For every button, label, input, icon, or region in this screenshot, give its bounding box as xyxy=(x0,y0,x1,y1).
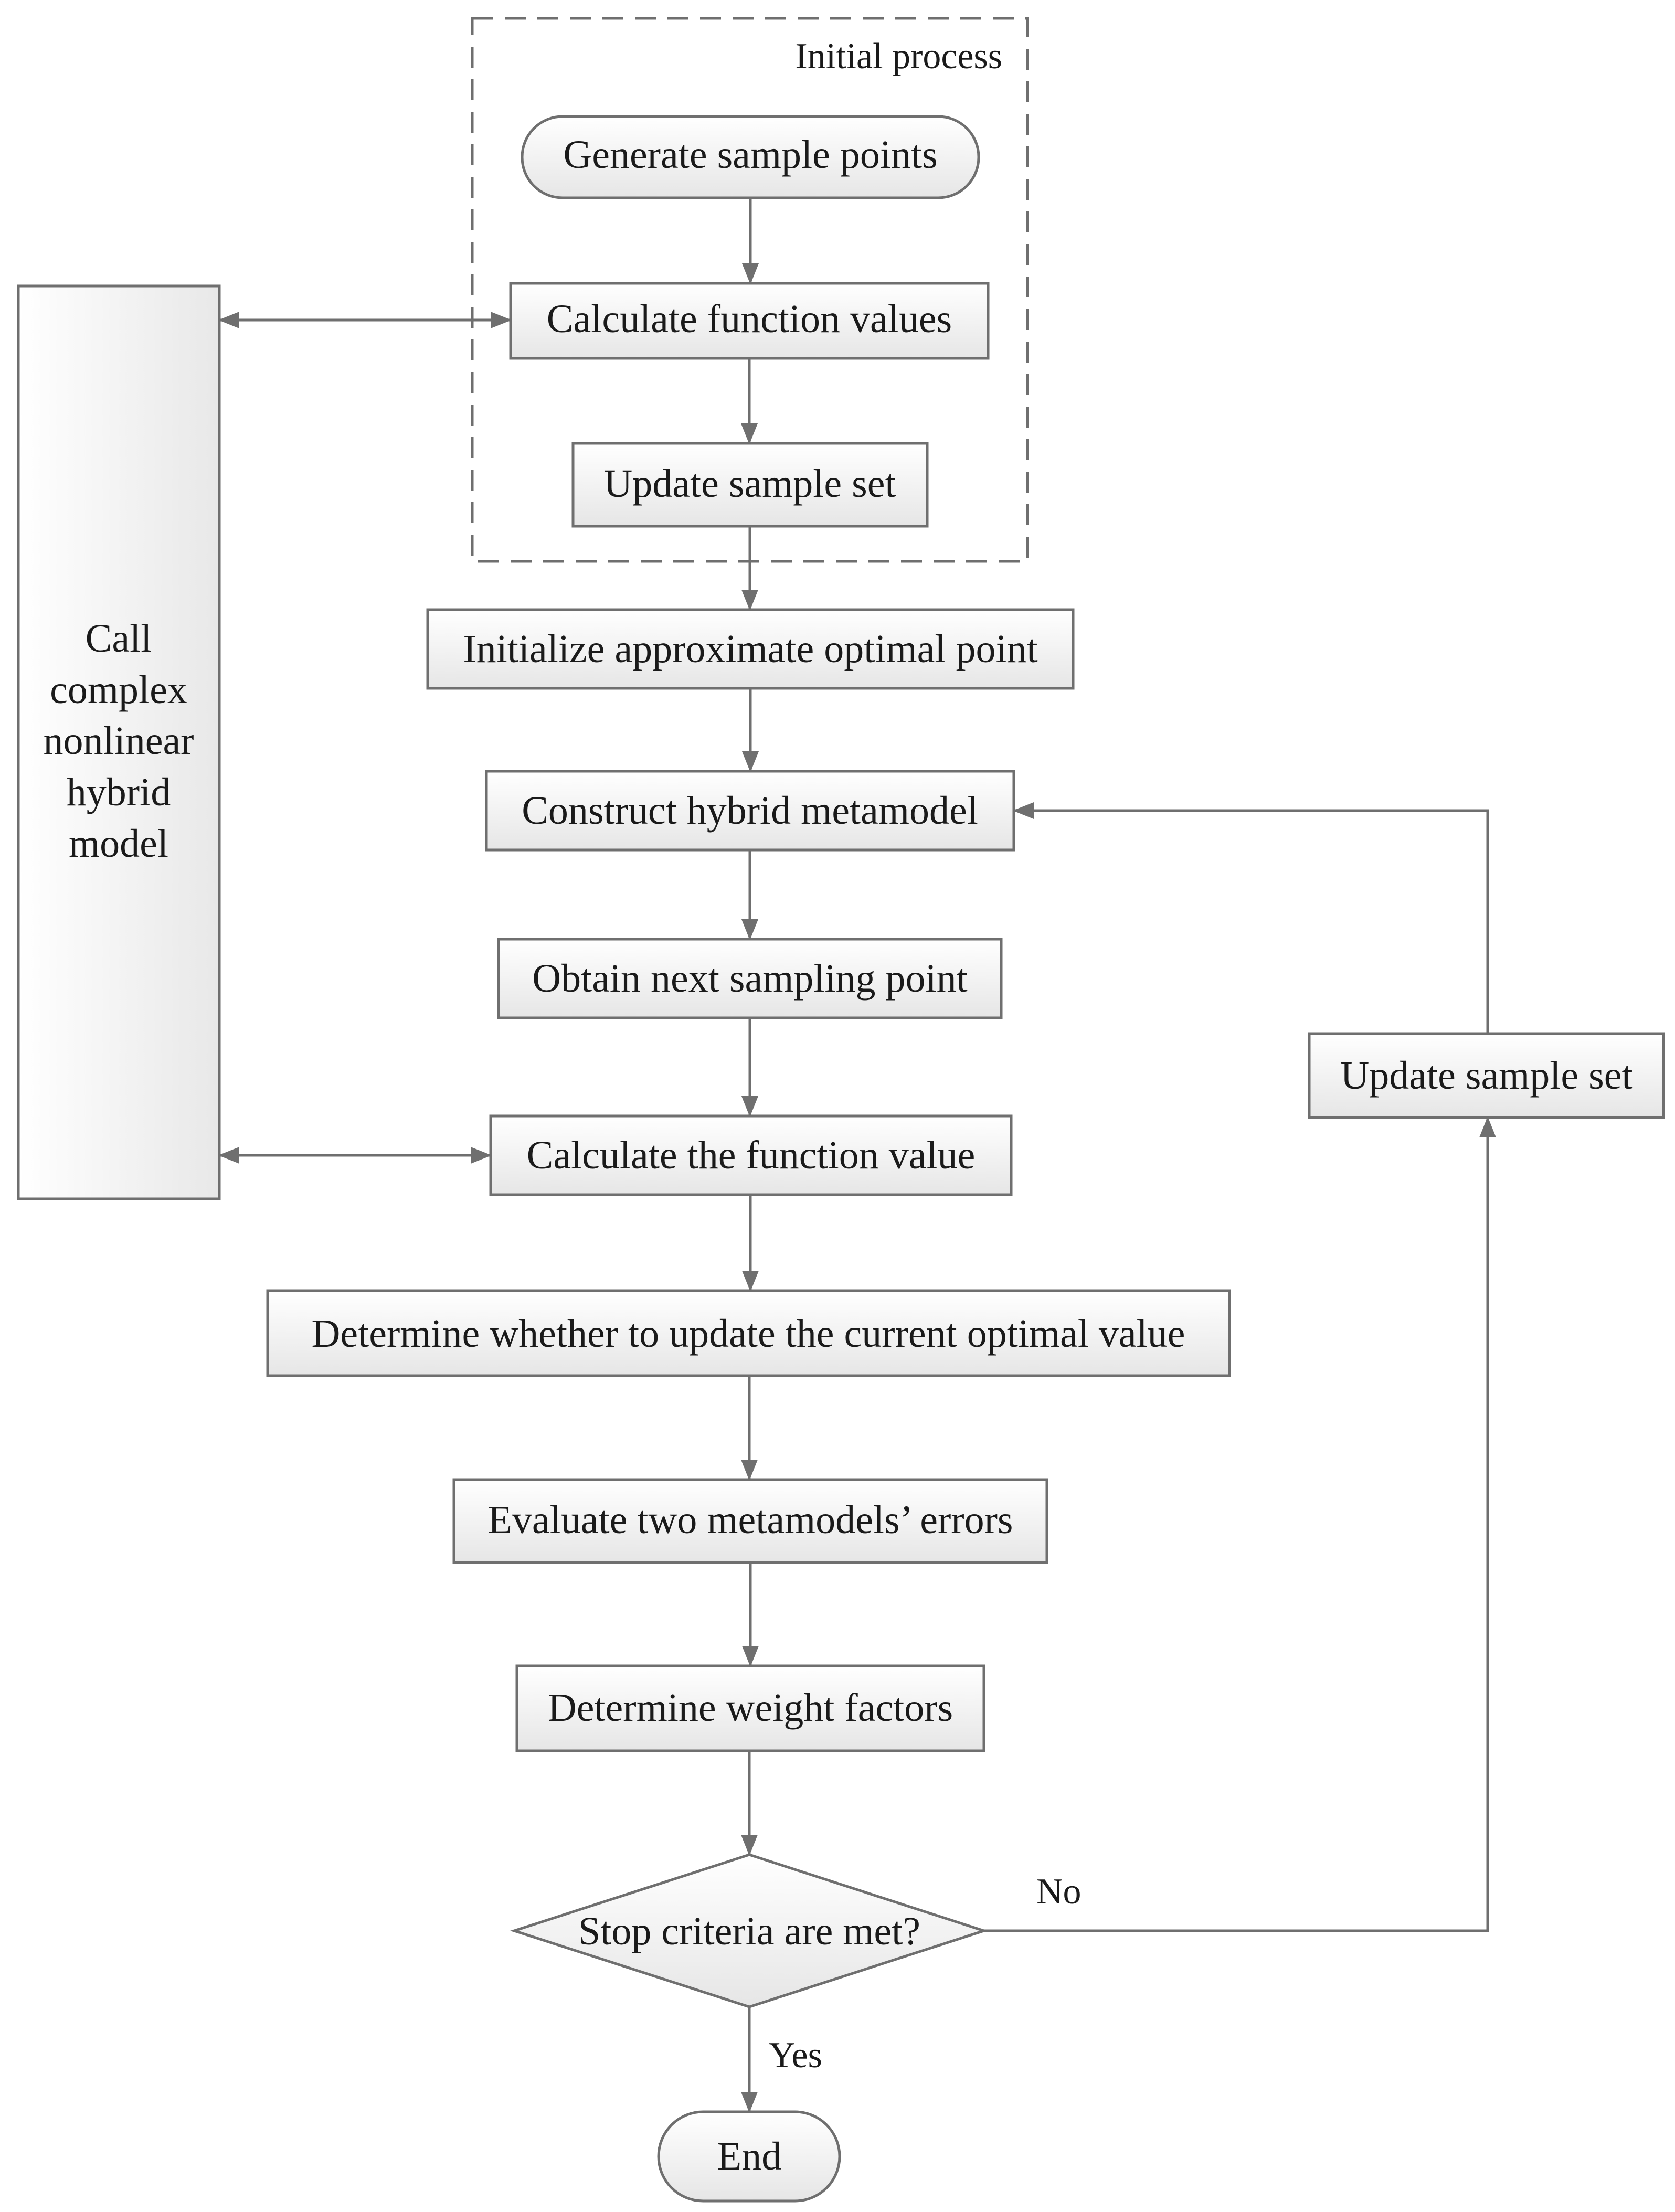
hybrid-model-line-1: Call xyxy=(86,616,152,661)
update-sample-set-loop-node xyxy=(1308,1032,1665,1119)
stop-criteria-label: Stop criteria are met? xyxy=(578,1909,920,1953)
construct-hybrid-metamodel-node xyxy=(485,770,1015,852)
update-sample-set-loop-label: Update sample set xyxy=(1340,1054,1632,1098)
determine-weight-factors-node xyxy=(515,1664,985,1752)
initialize-optimal-point-label: Initialize approximate optimal point xyxy=(463,627,1037,671)
edge-stop-no-to-update xyxy=(984,1116,1496,1932)
evaluate-errors-node xyxy=(452,1478,1048,1564)
hybrid-model-box xyxy=(17,284,221,1200)
hybrid-model-line-3: nonlinear xyxy=(43,719,194,763)
hybrid-model-line-2: complex xyxy=(50,668,187,712)
determine-update-label: Determine whether to update the current … xyxy=(311,1312,1185,1356)
update-sample-set-initial-node xyxy=(571,442,929,528)
determine-weight-factors-label: Determine weight factors xyxy=(548,1686,953,1730)
construct-hybrid-metamodel-label: Construct hybrid metamodel xyxy=(522,789,978,833)
hybrid-model-line-4: hybrid xyxy=(67,770,171,814)
hybrid-model-line-5: model xyxy=(69,822,168,866)
edge-label-no: No xyxy=(1036,1871,1082,1912)
update-sample-set-initial-label: Update sample set xyxy=(603,462,896,506)
calculate-function-value-label: Calculate the function value xyxy=(527,1133,976,1177)
edge-update-to-construct xyxy=(1013,802,1489,1034)
obtain-next-sampling-point-label: Obtain next sampling point xyxy=(532,956,968,1001)
calculate-function-values-label: Calculate function values xyxy=(547,297,952,341)
edge-label-yes: Yes xyxy=(769,2035,822,2076)
evaluate-errors-label: Evaluate two metamodels’ errors xyxy=(488,1498,1013,1542)
initial-process-label: Initial process xyxy=(795,36,1002,77)
generate-sample-points-label: Generate sample points xyxy=(563,133,937,177)
end-label: End xyxy=(717,2134,781,2178)
